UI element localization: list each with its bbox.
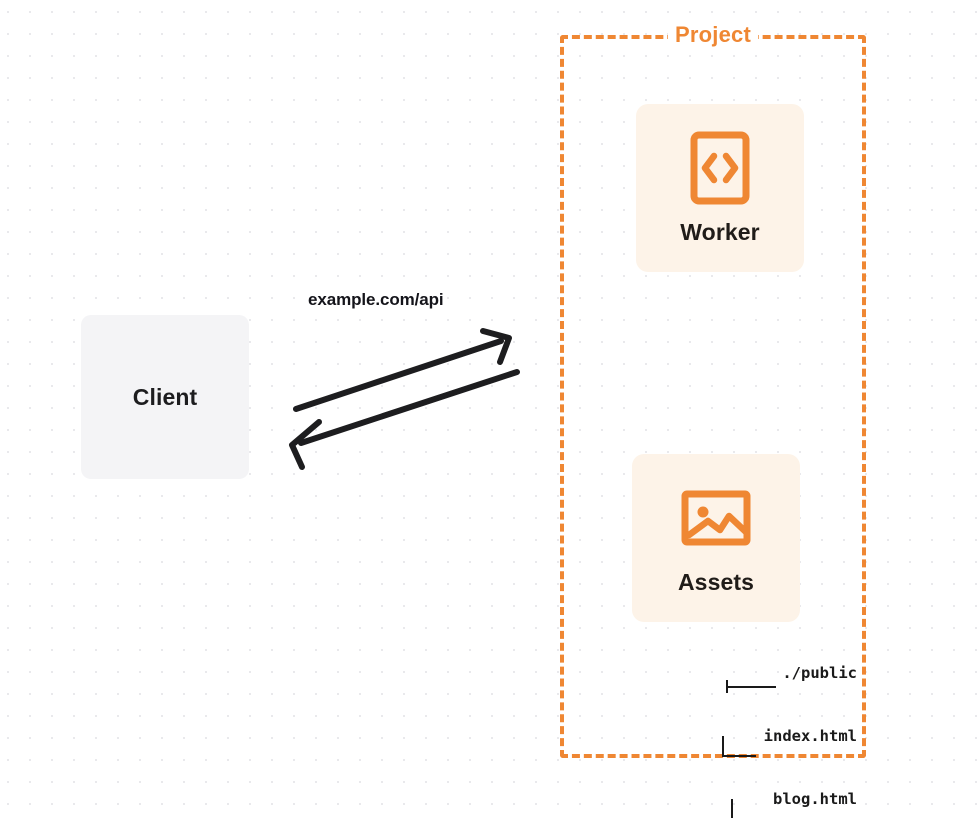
file-tree-name: blog.html (773, 790, 857, 808)
file-tree-row: index.html (612, 726, 857, 757)
worker-card-label: Worker (680, 218, 760, 245)
response-arrow-icon (289, 369, 520, 470)
image-picture-icon (681, 481, 751, 555)
file-tree-row: ./public (612, 663, 857, 693)
client-node: Client (81, 315, 249, 479)
client-node-label: Client (132, 383, 198, 410)
file-tree-name: index.html (763, 727, 857, 745)
file-tree-row: blog.html (612, 789, 857, 818)
assets-card[interactable]: Assets (632, 454, 800, 622)
connection-label: example.com/api (308, 290, 444, 309)
assets-file-tree: ./public index.html blog.html contact.ht… (612, 621, 857, 818)
request-arrow-icon (293, 328, 512, 412)
project-title: Project (668, 22, 758, 48)
worker-card[interactable]: Worker (636, 104, 804, 272)
file-tree-name: ./public (782, 664, 857, 682)
code-brackets-icon (690, 131, 750, 205)
assets-card-label: Assets (677, 568, 755, 595)
project-container: Project Worker Assets (560, 22, 866, 818)
